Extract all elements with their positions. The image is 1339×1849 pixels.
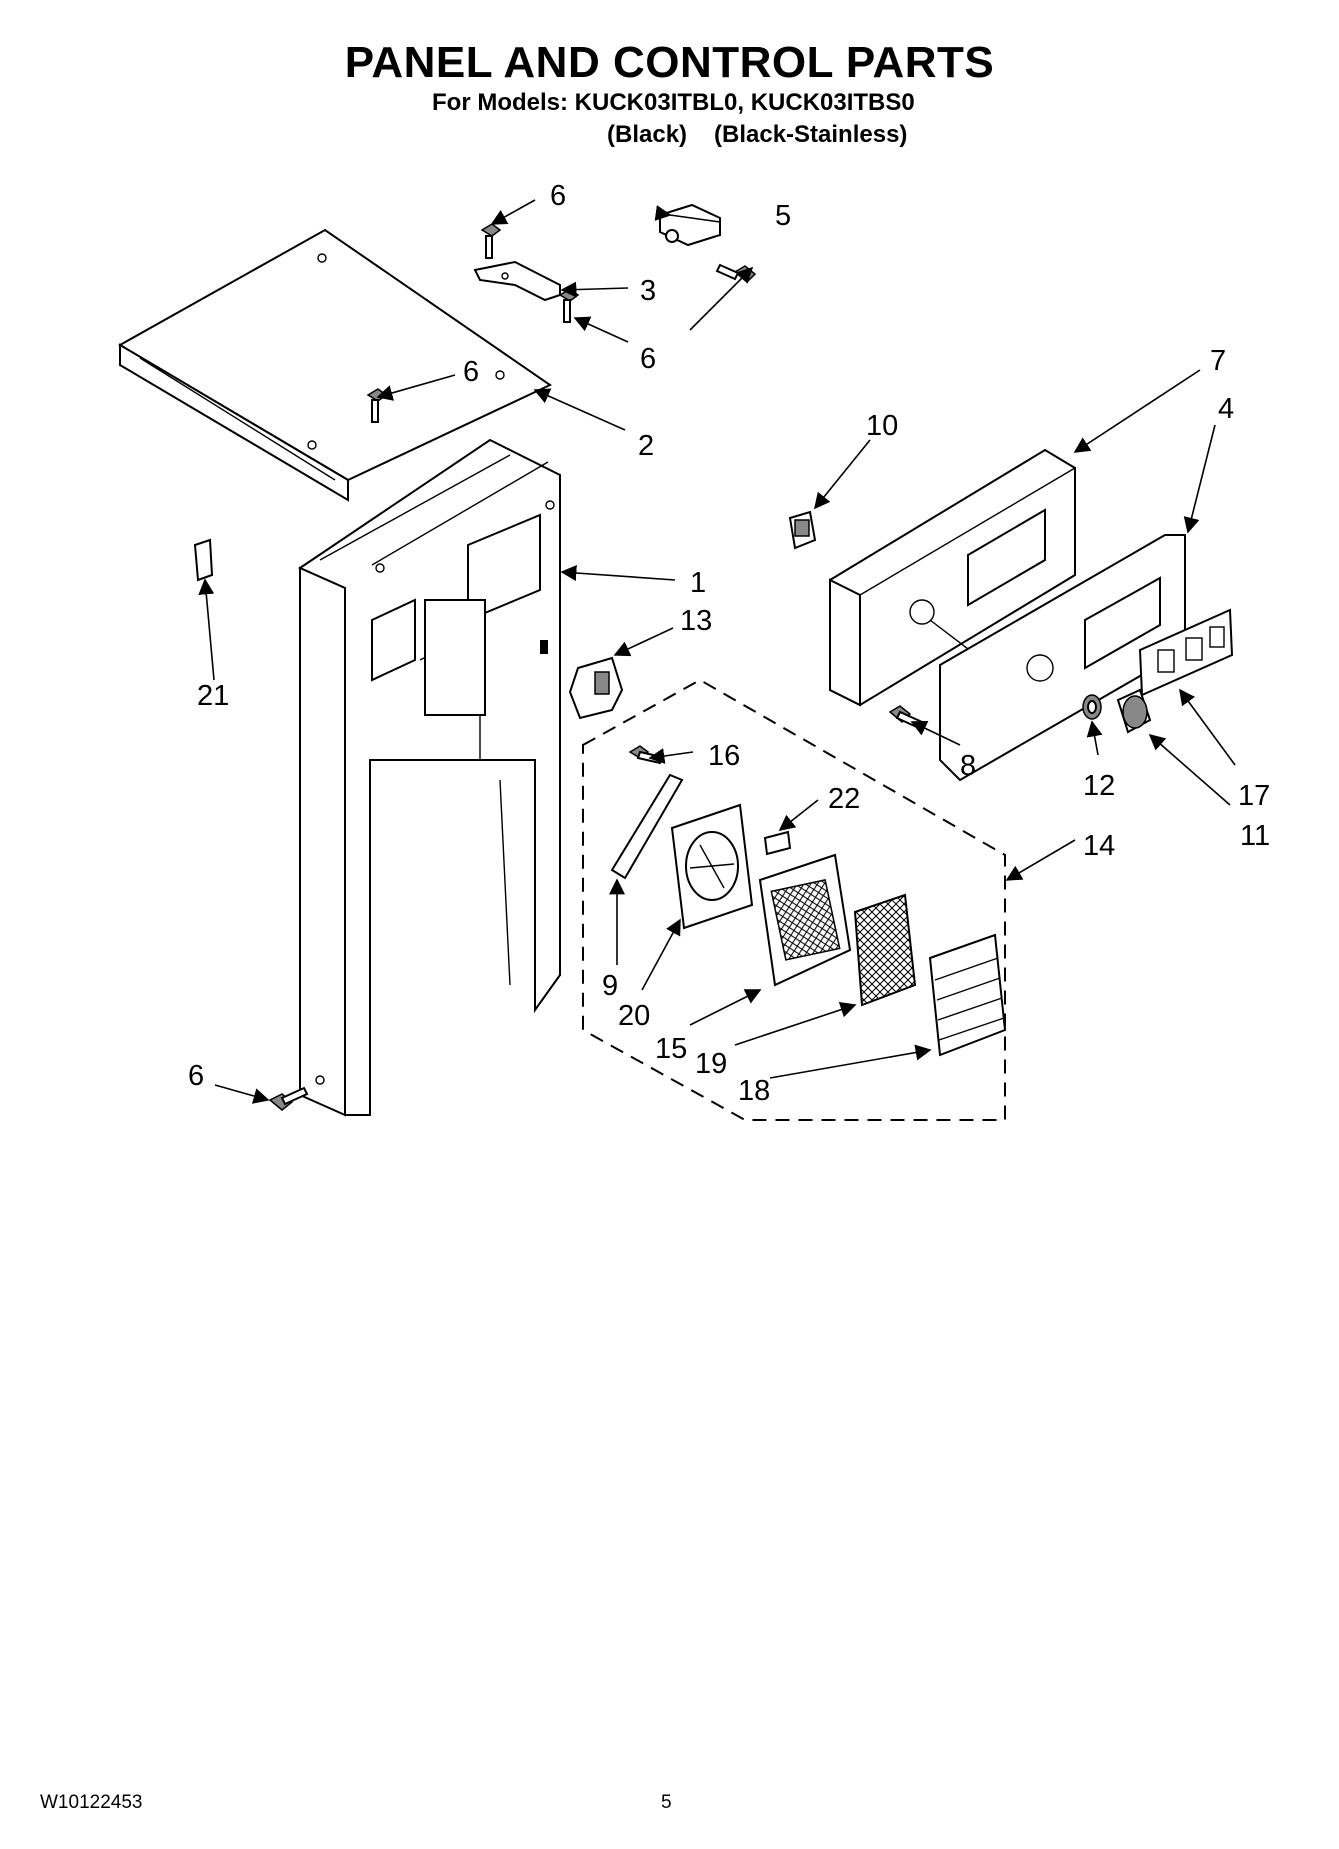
hinge-bracket [473, 260, 561, 302]
callout-3: 3 [640, 275, 656, 307]
main-panel-frame [297, 438, 561, 1117]
callout-15: 15 [655, 1033, 687, 1065]
callout-16: 16 [708, 740, 740, 772]
control-panel-housing [829, 448, 1076, 707]
rocker-switch [568, 656, 624, 720]
clip [193, 538, 214, 582]
fan-screw [628, 745, 664, 765]
callout-14: 14 [1083, 830, 1115, 862]
thermostat-sensor [788, 510, 817, 550]
callout-21: 21 [197, 680, 229, 712]
callout-6d: 6 [188, 1060, 204, 1092]
callout-5: 5 [775, 200, 791, 232]
leader-lines [198, 199, 1236, 1104]
callout-4: 4 [1218, 393, 1234, 425]
air-filter [853, 893, 917, 1007]
cooling-fan [670, 803, 754, 930]
variant-stainless-label: (Black-Stainless) [714, 121, 908, 148]
fan-shroud [758, 853, 852, 987]
callout-11: 11 [1240, 820, 1270, 852]
callout-12: 12 [1083, 770, 1115, 802]
top-cover-plate [117, 228, 553, 502]
knob-nut [1082, 694, 1102, 720]
callout-20: 20 [618, 1000, 650, 1032]
callout-13: 13 [680, 605, 712, 637]
fan-bracket-strip [610, 773, 684, 880]
callout-6c: 6 [463, 356, 479, 388]
callout-9: 9 [602, 970, 618, 1002]
display-board [1138, 608, 1234, 697]
control-knob [1116, 688, 1152, 734]
callout-8: 8 [960, 750, 976, 782]
callout-19: 19 [695, 1048, 727, 1080]
document-number: W10122453 [40, 1792, 143, 1813]
callout-1: 1 [690, 567, 706, 599]
callout-7: 7 [1210, 345, 1226, 377]
model-numbers: For Models: KUCK03ITBL0, KUCK03ITBS0 [432, 89, 915, 116]
callout-6a: 6 [550, 180, 566, 212]
callout-22: 22 [828, 783, 860, 815]
callout-10: 10 [866, 410, 898, 442]
hinge-block [659, 203, 721, 247]
callout-18: 18 [738, 1075, 770, 1107]
callout-2: 2 [638, 430, 654, 462]
callout-6b: 6 [640, 343, 656, 375]
page-title: PANEL AND CONTROL PARTS [344, 38, 995, 87]
sensor-clip [763, 830, 792, 856]
callout-17: 17 [1238, 780, 1270, 812]
page-number: 5 [661, 1792, 672, 1813]
vent-grille [928, 933, 1007, 1057]
variant-black-label: (Black) [607, 121, 688, 148]
callout-numbers: 1 2 3 4 5 6 6 6 6 7 8 9 10 11 12 13 14 1… [188, 180, 1270, 1107]
